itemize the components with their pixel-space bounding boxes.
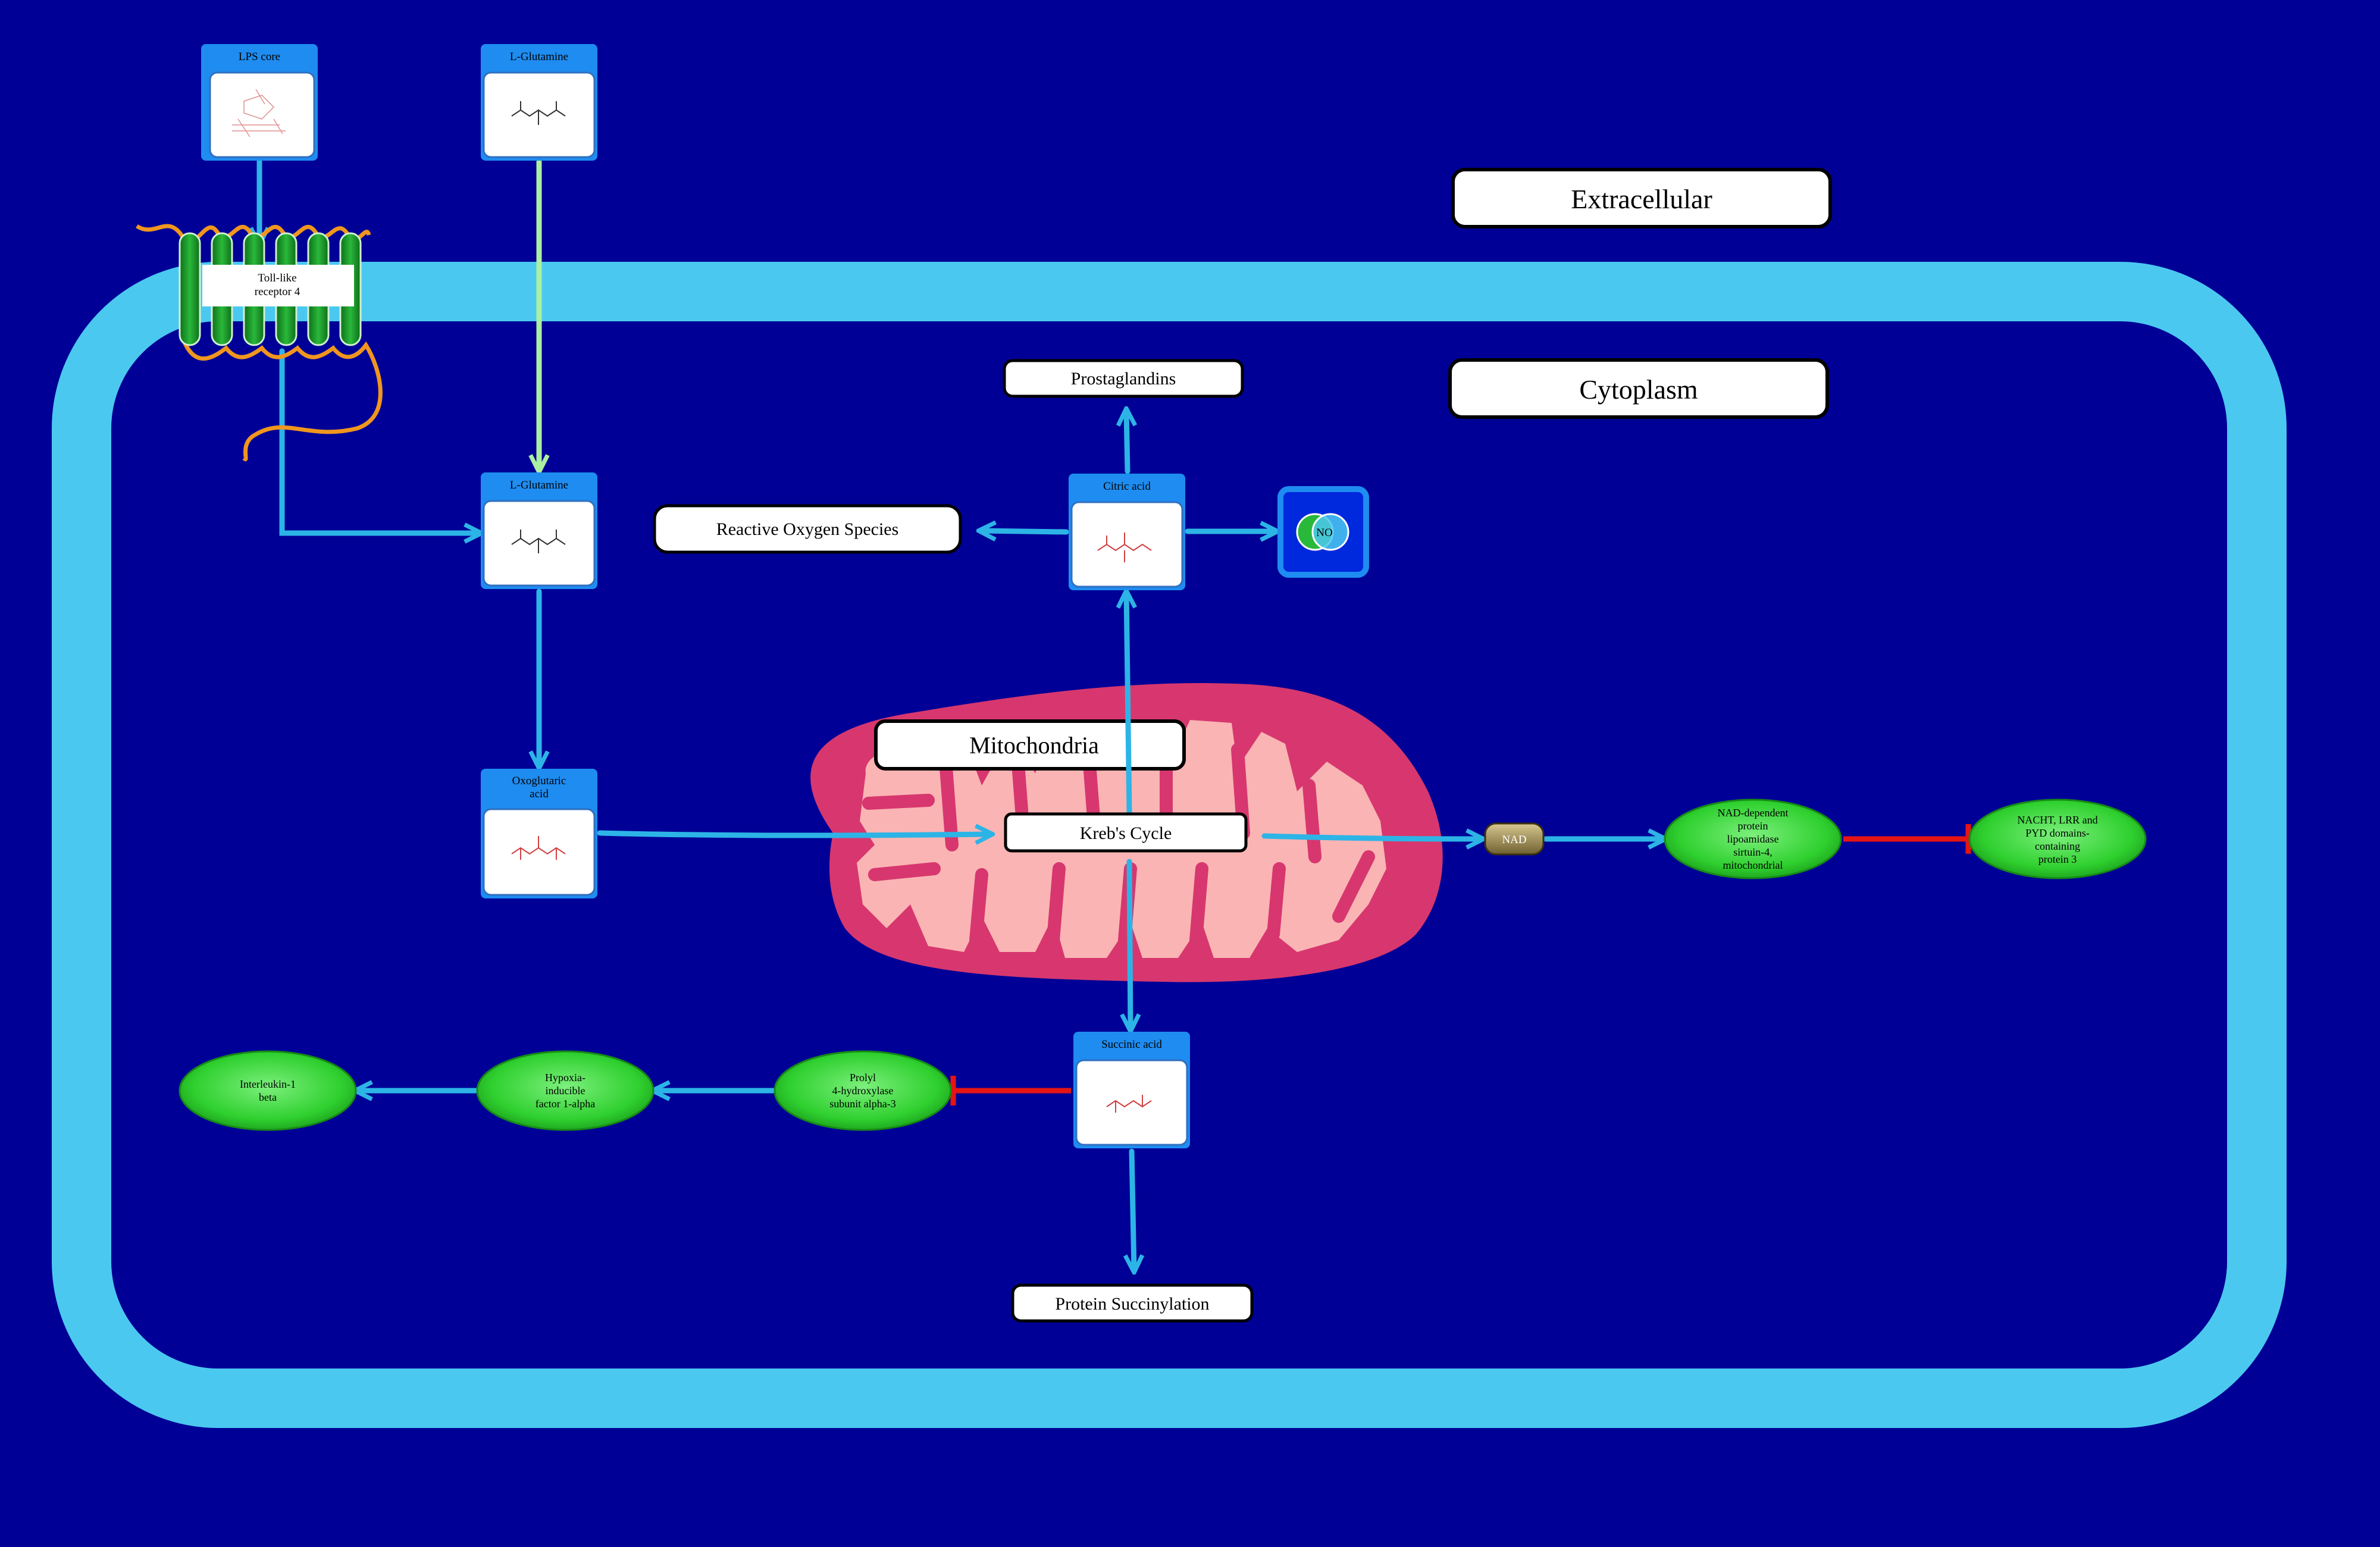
edge-citric-prostaglandins bbox=[1126, 411, 1128, 474]
edge-citric-ros bbox=[981, 531, 1069, 532]
lps-structure-icon bbox=[232, 89, 286, 137]
svg-text:LPS core: LPS core bbox=[239, 51, 280, 63]
svg-text:Mitochondria: Mitochondria bbox=[969, 732, 1099, 759]
inhibit-succinic-phd3 bbox=[950, 1076, 1071, 1106]
svg-text:mitochondrial: mitochondrial bbox=[1723, 859, 1783, 871]
protein-nlrp3[interactable]: NACHT, LRR and PYD domains- containing p… bbox=[1968, 798, 2147, 879]
svg-text:NAD-dependent: NAD-dependent bbox=[1718, 807, 1789, 819]
svg-text:4-hydroxylase: 4-hydroxylase bbox=[832, 1085, 894, 1097]
svg-text:L-Glutamine: L-Glutamine bbox=[510, 51, 568, 63]
svg-text:inducible: inducible bbox=[546, 1085, 585, 1097]
process-prostaglandins[interactable]: Prostaglandins bbox=[1003, 359, 1244, 398]
svg-text:subunit alpha-3: subunit alpha-3 bbox=[829, 1098, 895, 1110]
svg-text:Extracellular: Extracellular bbox=[1571, 184, 1712, 214]
mitochondria-label: Mitochondria bbox=[874, 719, 1186, 771]
metabolite-l-glutamine-extracellular[interactable]: L-Glutamine bbox=[481, 44, 597, 161]
svg-text:protein 3: protein 3 bbox=[2038, 853, 2077, 865]
glutamine-structure-icon bbox=[511, 530, 566, 553]
nitric-oxide-complex[interactable]: NO bbox=[1277, 486, 1369, 578]
citric-structure-icon bbox=[1097, 533, 1152, 562]
cytoplasm-label: Cytoplasm bbox=[1448, 358, 1829, 419]
svg-text:factor 1-alpha: factor 1-alpha bbox=[536, 1098, 595, 1110]
svg-text:lipoamidase: lipoamidase bbox=[1727, 833, 1779, 845]
edge-krebs-nad bbox=[1261, 836, 1482, 839]
protein-sirt4[interactable]: NAD-dependent protein lipoamidase sirtui… bbox=[1664, 798, 1842, 879]
extracellular-label: Extracellular bbox=[1451, 168, 1832, 228]
protein-il1b[interactable]: Interleukin-1 beta bbox=[178, 1050, 357, 1131]
svg-text:protein: protein bbox=[1738, 820, 1768, 832]
edge-krebs-citric bbox=[1126, 593, 1129, 815]
svg-text:Prostaglandins: Prostaglandins bbox=[1071, 369, 1176, 389]
metabolite-lps-core[interactable]: LPS core bbox=[201, 44, 318, 161]
svg-text:Interleukin-1: Interleukin-1 bbox=[240, 1078, 296, 1090]
svg-text:Reactive Oxygen Species: Reactive Oxygen Species bbox=[716, 519, 899, 539]
svg-text:PYD domains-: PYD domains- bbox=[2025, 827, 2090, 839]
svg-text:Hypoxia-: Hypoxia- bbox=[545, 1072, 585, 1083]
edge-krebs-succinic bbox=[1129, 859, 1130, 1029]
process-protein-succinylation[interactable]: Protein Succinylation bbox=[1011, 1283, 1254, 1323]
svg-text:beta: beta bbox=[259, 1091, 277, 1103]
metabolite-l-glutamine-cytoplasm[interactable]: L-Glutamine bbox=[481, 472, 597, 589]
cell-membrane bbox=[52, 262, 2287, 1428]
succinic-structure-icon bbox=[1106, 1095, 1152, 1113]
svg-text:Toll-like: Toll-like bbox=[258, 272, 296, 284]
svg-text:NACHT, LRR and: NACHT, LRR and bbox=[2017, 814, 2097, 826]
svg-text:Oxoglutaric: Oxoglutaric bbox=[512, 775, 566, 787]
svg-text:acid: acid bbox=[530, 788, 549, 800]
metabolite-succinic-acid[interactable]: Succinic acid bbox=[1073, 1032, 1190, 1148]
edge-tlr4-glutamine bbox=[279, 348, 480, 533]
protein-phd3[interactable]: Prolyl 4-hydroxylase subunit alpha-3 bbox=[774, 1050, 952, 1131]
metabolite-oxoglutaric-acid[interactable]: Oxoglutaric acid bbox=[481, 769, 597, 898]
protein-hif1a[interactable]: Hypoxia- inducible factor 1-alpha bbox=[476, 1050, 654, 1131]
oxoglutaric-structure-icon bbox=[511, 836, 566, 860]
glutamine-structure-icon bbox=[511, 101, 566, 125]
process-reactive-oxygen-species[interactable]: Reactive Oxygen Species bbox=[653, 504, 962, 554]
edge-oxoglutaric-krebs bbox=[597, 833, 991, 835]
svg-text:NAD: NAD bbox=[1502, 834, 1526, 846]
svg-text:Succinic acid: Succinic acid bbox=[1101, 1038, 1162, 1051]
edge-succinic-succinylation bbox=[1132, 1148, 1134, 1270]
inhibit-sirt4-nlrp3 bbox=[1843, 824, 1971, 854]
svg-text:containing: containing bbox=[2035, 840, 2080, 852]
tlr4-receptor: Toll-like receptor 4 bbox=[136, 224, 383, 462]
svg-text:Citric acid: Citric acid bbox=[1103, 480, 1151, 493]
svg-text:Protein Succinylation: Protein Succinylation bbox=[1055, 1294, 1209, 1314]
svg-text:sirtuin-4,: sirtuin-4, bbox=[1733, 846, 1773, 858]
svg-text:receptor 4: receptor 4 bbox=[255, 286, 300, 298]
metabolite-citric-acid[interactable]: Citric acid bbox=[1069, 474, 1185, 590]
svg-text:Prolyl: Prolyl bbox=[850, 1072, 876, 1083]
metabolite-nad[interactable]: NAD bbox=[1484, 822, 1545, 856]
process-krebs-cycle[interactable]: Kreb's Cycle bbox=[1004, 812, 1248, 853]
svg-text:L-Glutamine: L-Glutamine bbox=[510, 479, 568, 491]
svg-text:Kreb's Cycle: Kreb's Cycle bbox=[1080, 823, 1172, 843]
svg-text:Cytoplasm: Cytoplasm bbox=[1579, 374, 1698, 405]
svg-text:NO: NO bbox=[1316, 527, 1332, 539]
